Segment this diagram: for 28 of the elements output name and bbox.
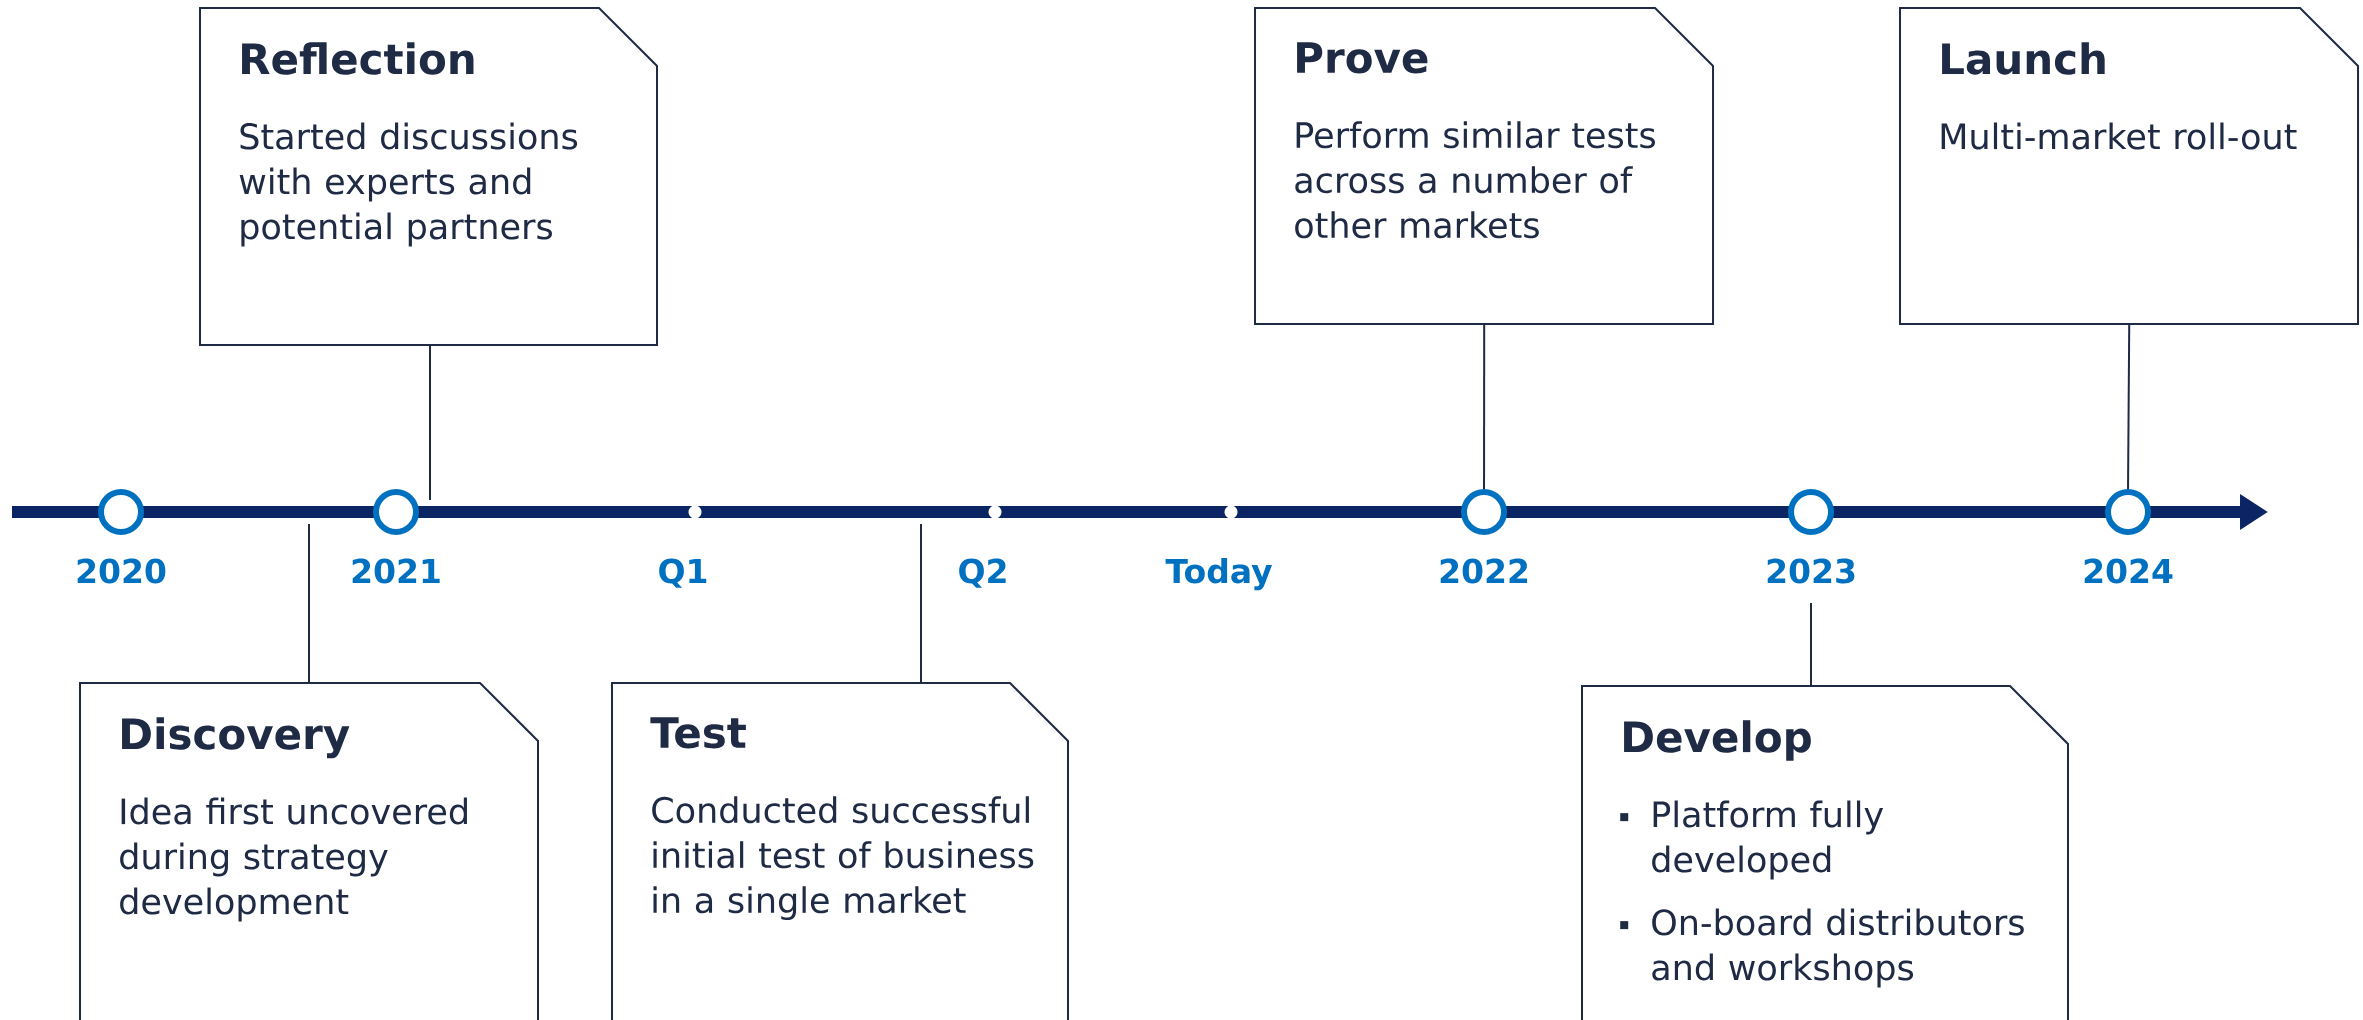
milestone-marker	[2105, 489, 2152, 535]
node-label: On-board distributors and workshops	[1652, 908, 2024, 988]
milestone-card: Launch Multi-market roll-out	[1899, 7, 2360, 325]
milestone-label: 2020	[77, 558, 166, 584]
leader-line	[920, 523, 922, 684]
milestone-card: Test Conducted successful initial test of business in a single market	[611, 682, 1069, 1020]
leader-line	[1810, 602, 1812, 687]
milestone-card: Develop Platform fully developed On-board distributors and workshops	[1581, 685, 2070, 1020]
milestone-card: Discovery Idea first uncovered during strategy development	[79, 682, 539, 1020]
milestone-marker	[1461, 489, 1507, 535]
milestone-marker	[98, 489, 144, 535]
leader-line	[2127, 323, 2131, 490]
leader-line	[308, 523, 310, 684]
node-label: Develop	[1624, 720, 1811, 761]
milestone-label: Q1	[659, 558, 707, 588]
leader-line	[1483, 323, 1486, 490]
milestone-card: Reflection Started discussions with experts and potential partners	[199, 7, 658, 346]
milestone-marker	[373, 489, 419, 535]
leader-line	[429, 344, 431, 501]
milestone-label: 2024	[2084, 558, 2173, 584]
node-label: Platform fully developed	[1652, 800, 1884, 880]
milestone-label: Today	[1165, 557, 1273, 591]
milestone-label: 2021	[352, 558, 440, 584]
milestone-label: 2023	[1767, 558, 1855, 584]
milestone-marker	[1788, 489, 1834, 535]
milestone-label: 2022	[1440, 558, 1528, 584]
milestone-label: Q2	[959, 558, 1006, 588]
milestone-card: Prove Perform similar tests across a number of other markets	[1254, 7, 1714, 325]
